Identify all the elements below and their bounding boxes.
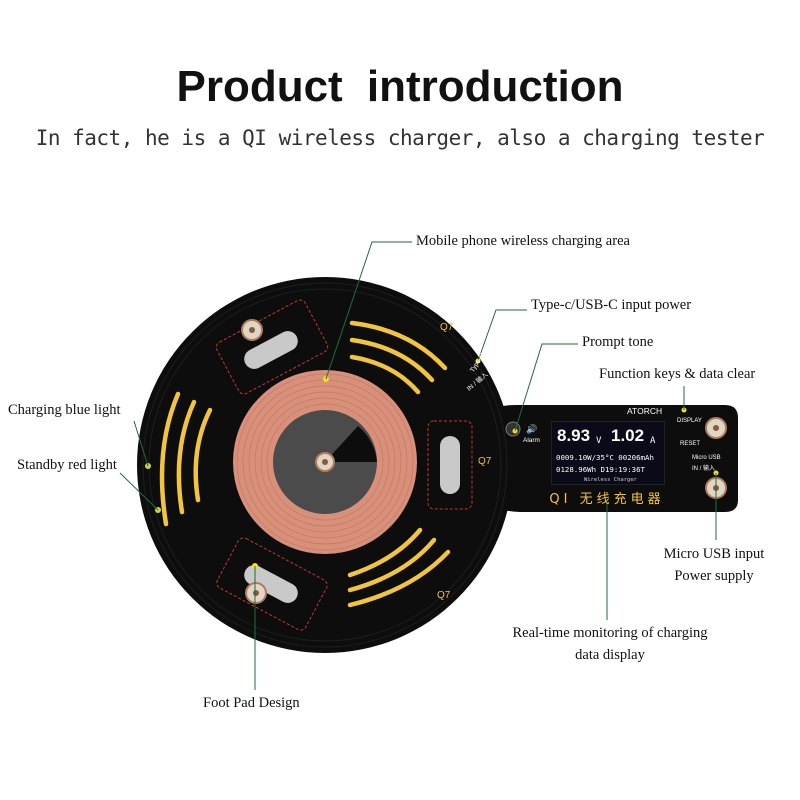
callout-function-keys: Function keys & data clear: [599, 366, 756, 382]
callout-lines: [119, 241, 717, 690]
foot-pad-right: [427, 420, 473, 510]
callout-monitoring-line2: data display: [575, 647, 645, 663]
q7-label-bottom: Q7: [437, 590, 451, 601]
foot-pad-bottom: [216, 537, 328, 631]
lcd-display: 8.93 V 1.02 A 0009.10W/35°C 00206mAh 012…: [551, 421, 665, 485]
callout-red-light: Standby red light: [17, 457, 117, 473]
page-title: Product introduction: [176, 62, 624, 111]
q7-label-right: Q7: [478, 456, 492, 467]
display-key-label: DISPLAY: [677, 418, 702, 424]
screw-handle-top-icon: [705, 417, 727, 439]
lcd-voltage-unit: V: [596, 436, 602, 446]
screw-center-icon: [315, 452, 335, 472]
screw-bottom-icon: [245, 582, 267, 604]
callout-foot-pad: Foot Pad Design: [203, 695, 300, 711]
chinese-product-label: QI 无线充电器: [549, 492, 665, 507]
in-label-right: IN / 输入: [692, 466, 716, 472]
callout-prompt-tone: Prompt tone: [582, 334, 654, 350]
lcd-voltage: 8.93: [557, 426, 591, 445]
screw-top-icon: [241, 319, 263, 341]
callout-charging-area: Mobile phone wireless charging area: [416, 233, 630, 249]
lcd-caption: Wireless Charger: [584, 477, 637, 483]
callout-type-c: Type-c/USB-C input power: [531, 297, 692, 313]
callout-micro-usb-line2: Power supply: [674, 568, 754, 584]
brand-label: ATORCH: [627, 406, 663, 416]
page-subtitle: In fact, he is a QI wireless charger, al…: [35, 126, 765, 150]
buzzer-icon: [505, 421, 521, 437]
lcd-current-unit: A: [650, 436, 656, 446]
gold-arc-group: [159, 320, 451, 608]
lcd-row2: 0128.96Wh D19:19:36T: [556, 465, 645, 474]
lcd-current: 1.02: [611, 426, 645, 445]
reset-key-label: RESET: [680, 441, 701, 447]
foot-pad-top: [215, 299, 329, 395]
alarm-speaker-icon: 🔊: [526, 424, 538, 434]
q7-label-top: Q7: [440, 322, 454, 333]
lcd-row1: 0009.10W/35°C 00206mAh: [556, 453, 654, 462]
micro-usb-port-label: Micro USB: [692, 455, 721, 461]
alarm-label: Alarm: [523, 437, 540, 444]
callout-micro-usb-line1: Micro USB input: [663, 546, 765, 562]
callout-blue-light: Charging blue light: [8, 402, 121, 418]
callout-monitoring-line1: Real-time monitoring of charging: [512, 625, 708, 641]
